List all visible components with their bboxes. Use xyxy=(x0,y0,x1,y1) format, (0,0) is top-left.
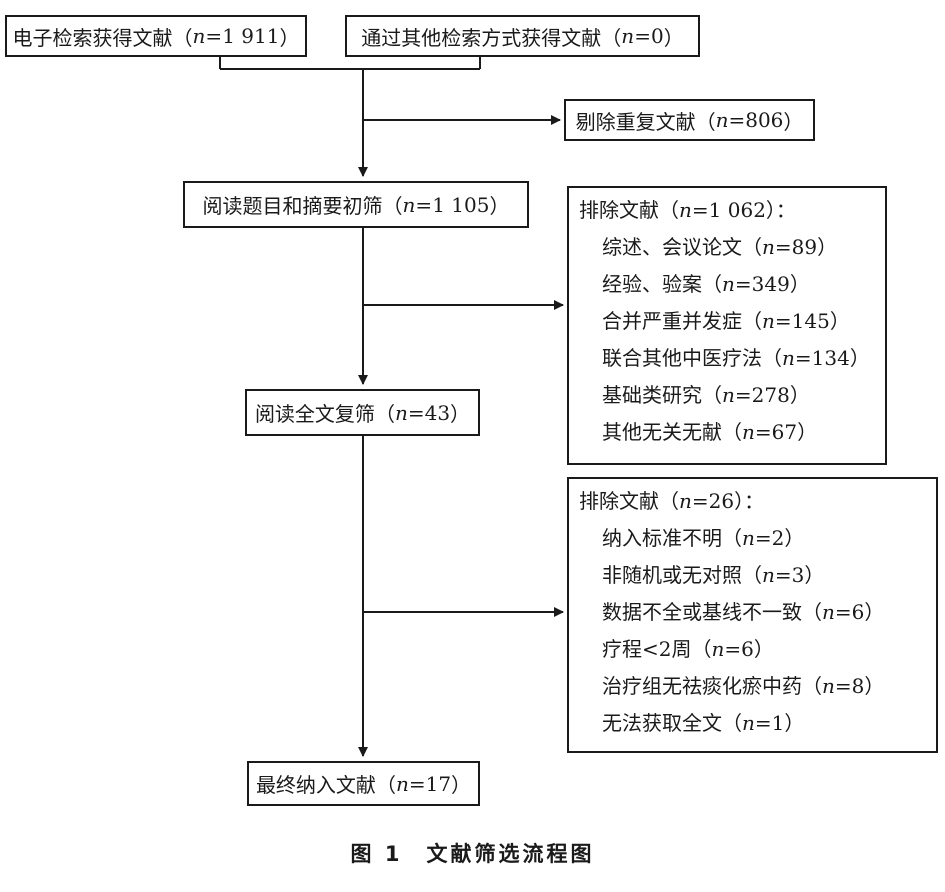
source-other-label: 通过其他检索方式获得文献 xyxy=(361,25,602,50)
final-box: 最终纳入文献（n=17） xyxy=(247,761,480,806)
screening-label: 阅读题目和摘要初筛 xyxy=(202,194,383,218)
final-label: 最终纳入文献 xyxy=(255,773,376,797)
screening-box: 阅读题目和摘要初筛（n=1 105） xyxy=(183,181,529,228)
exclusion-box-1: 排除文献（n=1 062）： 综述、会议论文（n=89） 经验、验案（n=349… xyxy=(567,186,887,465)
exclusion-2-item: 无法获取全文（n=1） xyxy=(602,711,805,735)
exclusion-2-item: 治疗组无祛痰化瘀中药（n=8） xyxy=(602,674,885,698)
screening-count: 1 105 xyxy=(432,192,490,217)
exclusion-1-header: 排除文献（n=1 062）： xyxy=(579,198,796,222)
exclusion-1-item: 综述、会议论文（n=89） xyxy=(602,235,838,259)
exclusion-1-item: 经验、验案（n=349） xyxy=(602,272,810,296)
fulltext-label: 阅读全文复筛 xyxy=(254,402,375,426)
exclusion-2-item: 疗程<2周（n=6） xyxy=(602,637,774,661)
duplicates-count: 806 xyxy=(745,108,784,132)
source-box-electronic: 电子检索获得文献（n=1 911） xyxy=(5,15,307,57)
source-electronic-count: 1 911 xyxy=(222,24,280,48)
source-box-other: 通过其他检索方式获得文献（n=0） xyxy=(345,15,700,57)
duplicates-box: 剔除重复文献（n=806） xyxy=(564,99,815,141)
source-other-count: 0 xyxy=(650,24,664,48)
exclusion-1-item: 联合其他中医疗法（n=134） xyxy=(602,346,870,370)
exclusion-2-item: 纳入标准不明（n=2） xyxy=(602,526,805,550)
exclusion-1-item: 其他无关无献（n=67） xyxy=(602,420,818,444)
exclusion-2-item: 数据不全或基线不一致（n=6） xyxy=(602,600,885,624)
source-electronic-label: 电子检索获得文献 xyxy=(12,25,173,50)
figure-caption: 图 1 文献筛选流程图 xyxy=(350,842,595,866)
exclusion-2-item: 非随机或无对照（n=3） xyxy=(602,563,825,587)
fulltext-count: 43 xyxy=(424,400,451,425)
exclusion-2-header: 排除文献（n=26）： xyxy=(579,489,765,513)
fulltext-box: 阅读全文复筛（n=43） xyxy=(245,389,480,436)
exclusion-1-item: 基础类研究（n=278） xyxy=(602,383,810,407)
exclusion-1-item: 合并严重并发症（n=145） xyxy=(602,309,850,333)
exclusion-box-2: 排除文献（n=26）： 纳入标准不明（n=2） 非随机或无对照（n=3） 数据不… xyxy=(567,477,938,753)
duplicates-label: 剔除重复文献 xyxy=(575,109,696,134)
final-count: 17 xyxy=(425,771,452,796)
